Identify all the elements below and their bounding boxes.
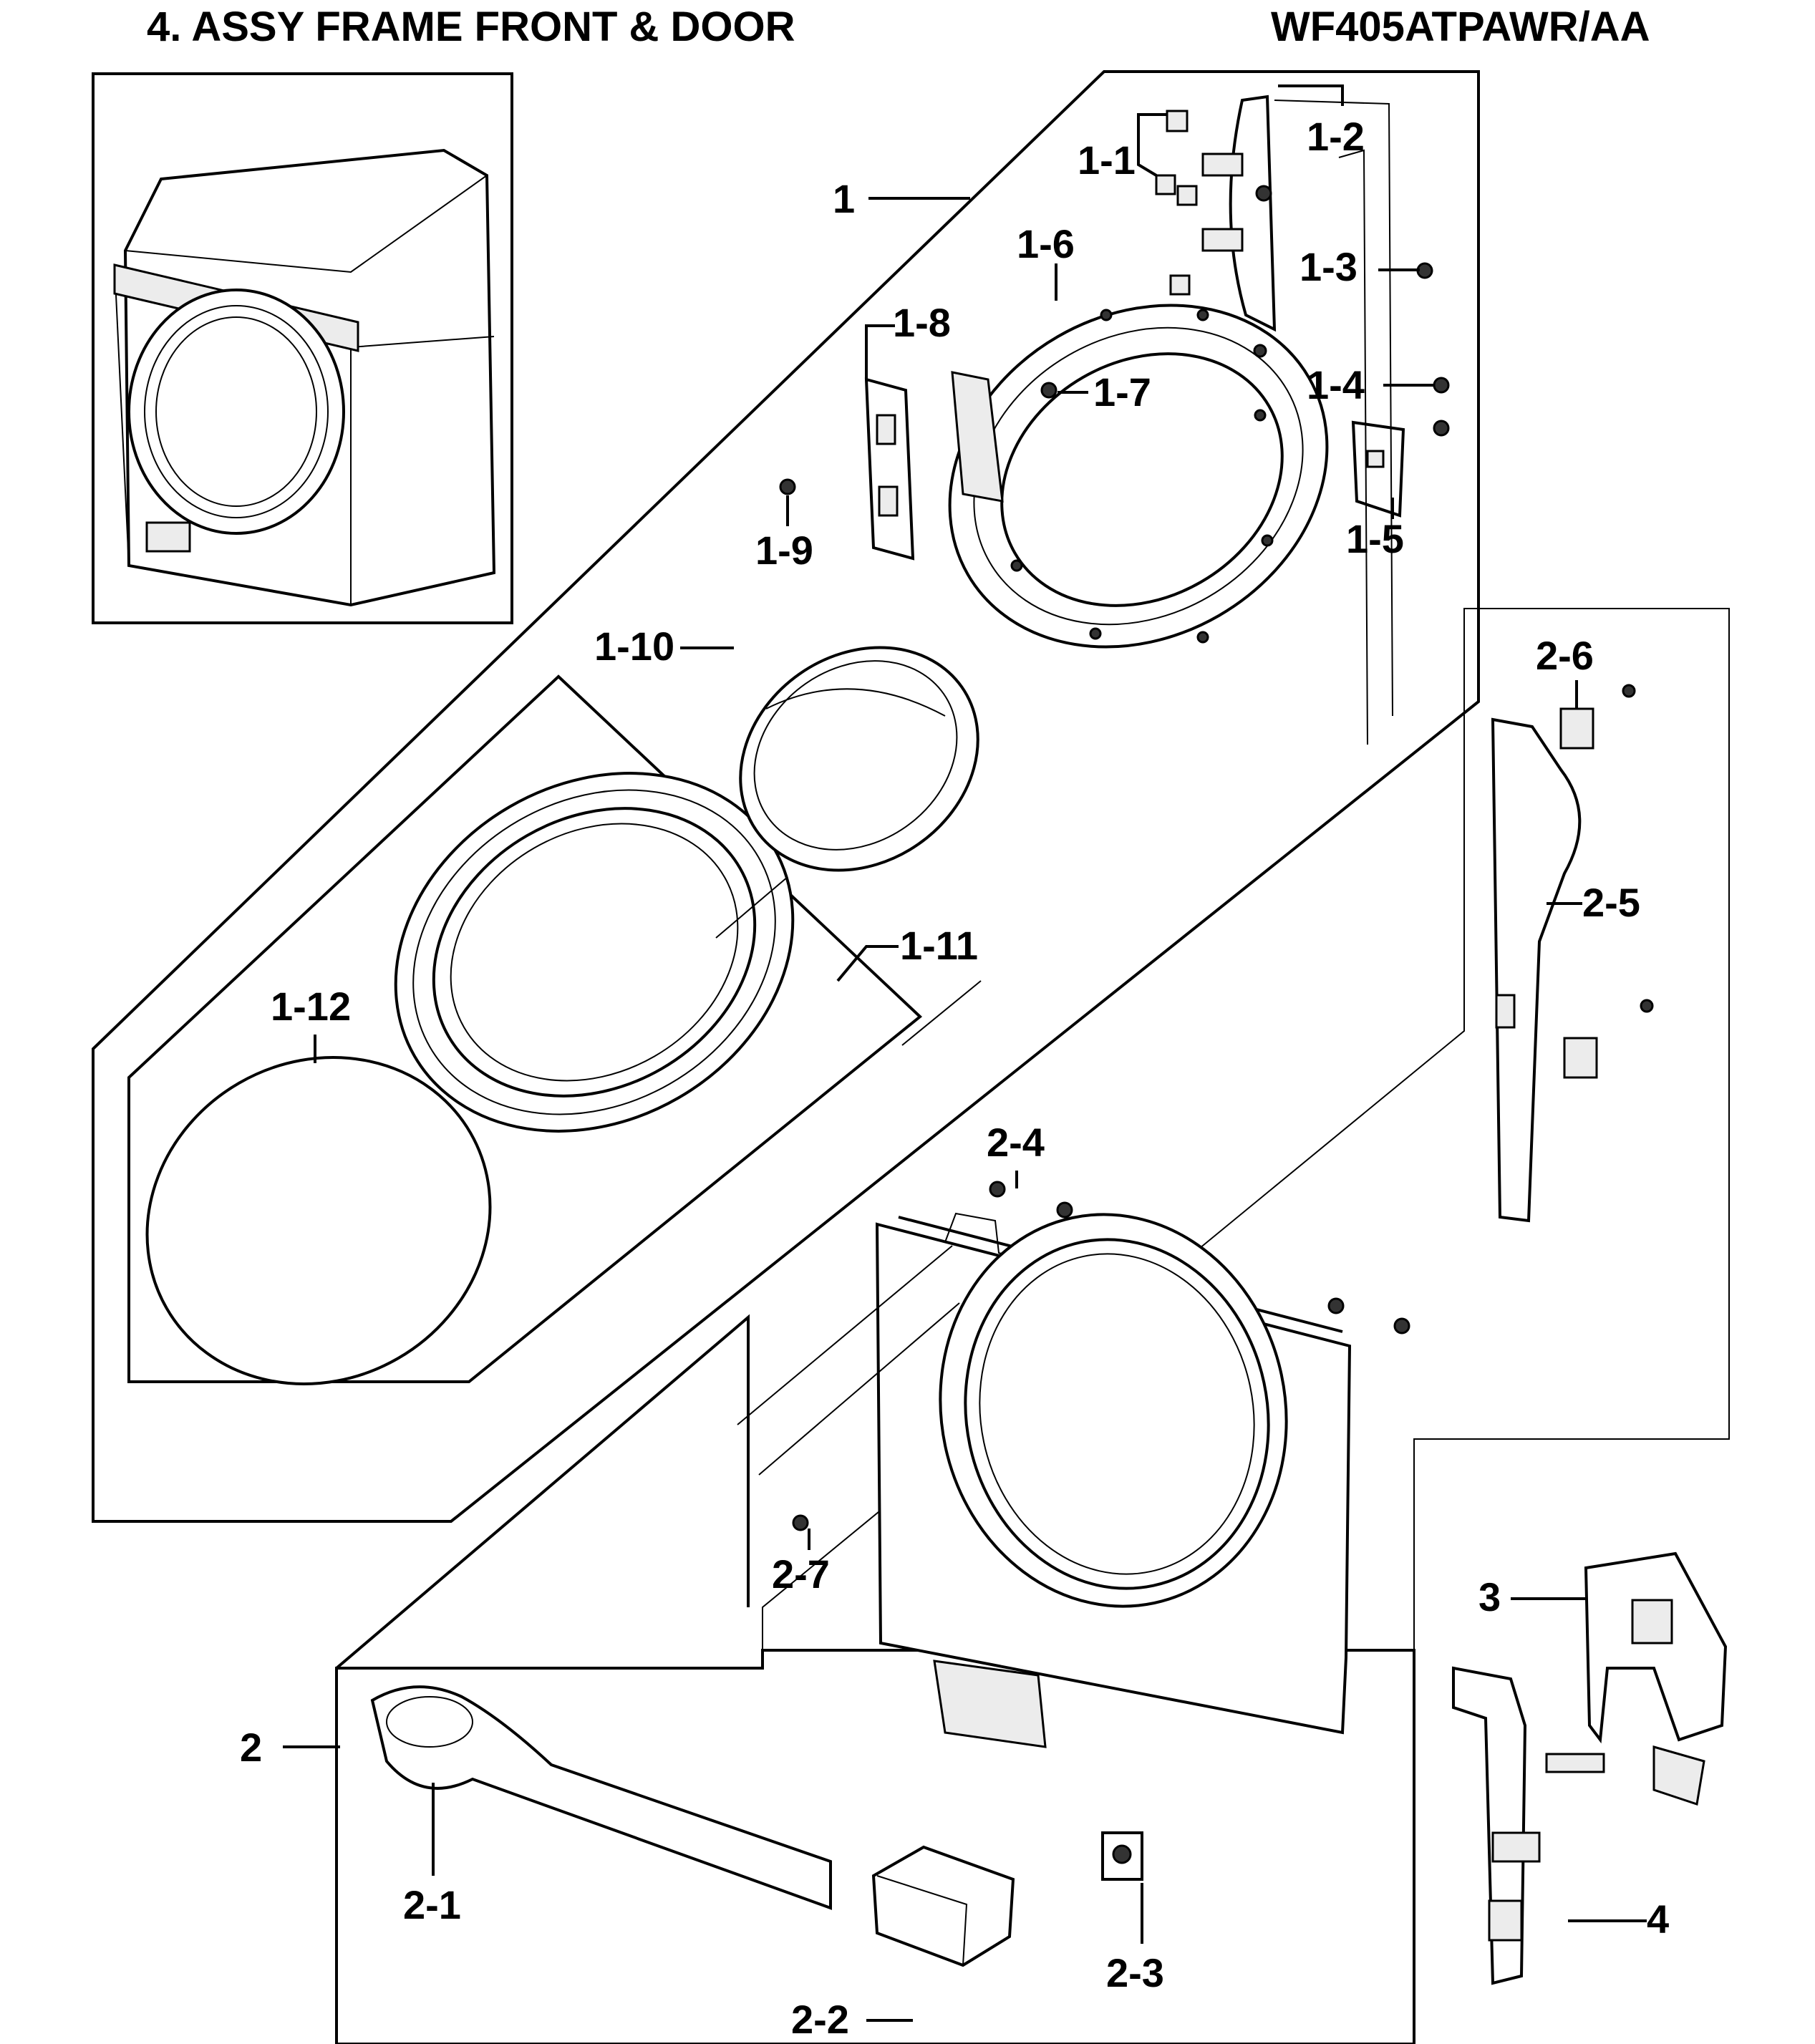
callout-2: 2 (240, 1725, 262, 1770)
page-title: 4. ASSY FRAME FRONT & DOOR (147, 4, 795, 50)
door-glass-part (145, 1056, 492, 1385)
door-catch-part (1351, 420, 1405, 518)
hinge-bushings-part (1155, 110, 1198, 296)
callout-1-1: 1-1 (1078, 137, 1136, 183)
door-latch-part (1101, 1831, 1143, 1881)
callout-2-7: 2-7 (772, 1551, 830, 1597)
callout-1-6: 1-6 (1017, 221, 1075, 266)
callout-4: 4 (1647, 1897, 1669, 1942)
appliance-overview-inset (92, 72, 513, 624)
glass-bowl-part (739, 646, 979, 872)
callout-1-7: 1-7 (1093, 369, 1151, 415)
callout-1-11: 1-11 (900, 923, 978, 968)
hinge-arm-part (1201, 95, 1277, 332)
callout-1-3: 1-3 (1299, 244, 1357, 289)
callout-2-1: 2-1 (403, 1882, 461, 1927)
group-2-outline (335, 1649, 1415, 2044)
callout-1-10: 1-10 (594, 624, 674, 669)
callout-1-9: 1-9 (755, 528, 813, 573)
switch-bracket-part (1452, 1666, 1605, 1985)
callout-1: 1 (833, 176, 855, 221)
callout-1-12: 1-12 (271, 984, 351, 1029)
callout-2-2: 2-2 (791, 1997, 849, 2042)
screws-group-1 (779, 185, 1450, 495)
callout-1-2: 1-2 (1307, 114, 1365, 159)
lower-panel-part (370, 1685, 832, 1910)
leader-lines (283, 84, 1647, 2022)
callout-2-3: 2-3 (1106, 1950, 1164, 1995)
front-frame-part (875, 1212, 1352, 1748)
callout-2-6: 2-6 (1536, 633, 1594, 678)
callout-1-5: 1-5 (1346, 516, 1404, 561)
lower-box-part (871, 1845, 1015, 1967)
group-1-outline (92, 70, 1480, 1523)
side-bracket-part (1491, 717, 1582, 1223)
hinge-block-part (864, 371, 1004, 561)
callout-1-8: 1-8 (893, 300, 951, 345)
bracket-clips-part (1559, 684, 1654, 1079)
model-number: WF405ATPAWR/AA (1271, 4, 1650, 50)
callout-2-5: 2-5 (1582, 880, 1640, 925)
projection-lines (715, 100, 1393, 1476)
screws-group-2 (792, 1181, 1410, 1531)
door-frame-part (394, 772, 795, 1133)
callout-3: 3 (1478, 1574, 1501, 1619)
control-bracket-part (1584, 1551, 1728, 1806)
callout-1-4: 1-4 (1307, 362, 1365, 407)
callout-2-4: 2-4 (987, 1120, 1045, 1165)
